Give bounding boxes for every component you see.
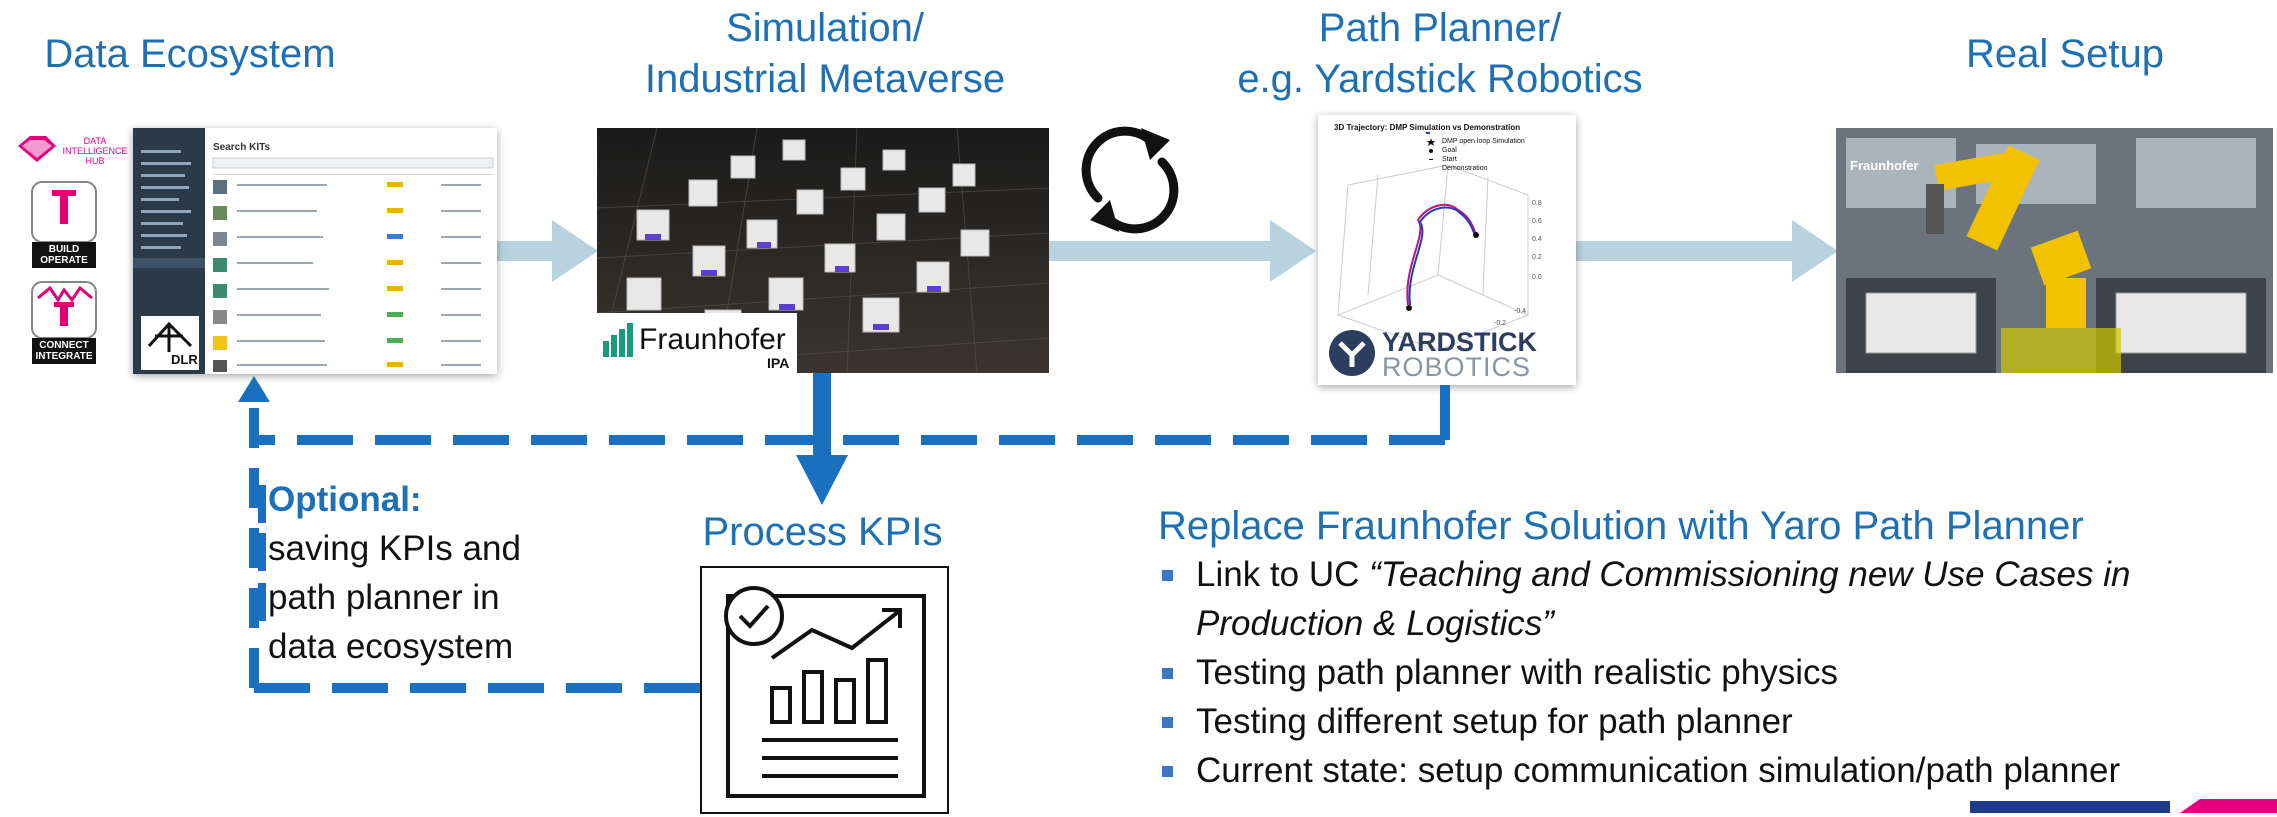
optional-line1: saving KPIs and [268, 529, 521, 568]
svg-text:-0.2: -0.2 [1494, 320, 1506, 327]
badge1-line2: OPERATE [40, 255, 88, 266]
cycle-icon [1081, 126, 1179, 234]
bullet-current-state: Current state: setup communication simul… [1158, 746, 2268, 795]
svg-text:0.6: 0.6 [1532, 218, 1542, 225]
kpi-chart-icon [724, 586, 926, 798]
real-setup-fraunhofer-logo: Fraunhofer [1850, 158, 1919, 173]
svg-text:0.8: 0.8 [1532, 200, 1542, 207]
optional-note: Optional: saving KPIs and path planner i… [258, 475, 568, 671]
ipa-logo-sub: IPA [767, 355, 790, 371]
kit-table [212, 157, 494, 372]
fraunhofer-ipa-logo: Fraunhofer IPA [597, 313, 797, 373]
bullet-testing-setup: Testing different setup for path planner [1158, 697, 2268, 746]
bullet-link-to-uc: Link to UC “Teaching and Commissioning n… [1158, 550, 2268, 648]
screen-heading: Search KITs [213, 142, 271, 153]
title-data-ecosystem: Data Ecosystem [44, 32, 336, 76]
arrow-up-to-ecosystem [238, 376, 270, 402]
replace-bullets: Link to UC “Teaching and Commissioning n… [1158, 550, 2268, 795]
svg-text:0.4: 0.4 [1532, 236, 1542, 243]
legend-entry-dmp: DMP open loop Simulation [1442, 138, 1525, 145]
title-process-kpis: Process KPIs [702, 510, 943, 554]
hub-logo-text: DATA INTELLIGENCE HUB [62, 136, 128, 166]
svg-text:0.2: 0.2 [1532, 254, 1542, 261]
yardstick-logo: YARDSTICK ROBOTICS [1326, 327, 1566, 382]
title-real-setup: Real Setup [1966, 32, 2164, 76]
badge2-line2: INTEGRATE [35, 351, 93, 362]
simulation-scene [597, 128, 1049, 373]
path-planner-plot: 3D Trajectory: DMP Simulation vs Demonst… [1318, 115, 1576, 385]
real-setup-photo: Fraunhofer [1836, 128, 2273, 373]
title-path-planner-line1: Path Planner/ [1318, 6, 1562, 50]
title-simulation-line1: Simulation/ [726, 6, 924, 50]
kit-rows [213, 180, 481, 372]
yardstick-logo-line2: ROBOTICS [1382, 352, 1532, 382]
robot-cell-scene [1836, 128, 2273, 373]
arrow-planner-to-real [1576, 220, 1838, 282]
legend-entry-start: Start [1442, 156, 1457, 163]
plot-title: 3D Trajectory: DMP Simulation vs Demonst… [1334, 123, 1521, 132]
corner-brand-mark [1970, 799, 2277, 813]
trajectory-3d-plot: 0.8 0.6 0.4 0.2 0.0 -0.4 -0.2 [1337, 132, 1542, 351]
fraunhofer-logo-text: Fraunhofer [639, 323, 786, 356]
simulation-screenshot: Fraunhofer IPA [597, 128, 1049, 373]
optional-label: Optional: [268, 480, 422, 519]
replace-heading: Replace Fraunhofer Solution with Yaro Pa… [1158, 504, 2084, 548]
legend-entry-goal: Goal [1442, 147, 1457, 154]
arrow-ecosystem-to-simulation [496, 220, 598, 282]
dlr-logo: DLR [141, 316, 199, 370]
svg-text:-0.4: -0.4 [1514, 308, 1526, 315]
kpi-report-icon [700, 566, 949, 814]
plot-legend: DMP open loop Simulation Goal Start Demo… [1442, 137, 1525, 173]
title-path-planner-line2: e.g. Yardstick Robotics [1237, 57, 1643, 101]
svg-text:0.0: 0.0 [1532, 274, 1542, 281]
telekom-logos: DATA INTELLIGENCE HUB BUILD OPERATE CONN… [8, 130, 130, 370]
badge2-line1: CONNECT [39, 340, 89, 351]
bullet1-uc-title: “Teaching and Commissioning new Use Case… [1196, 555, 2131, 643]
arrow-simulation-to-planner [1048, 220, 1316, 282]
yardstick-logo-line1: YARDSTICK [1382, 327, 1538, 357]
bullet1-prefix: Link to UC [1196, 555, 1370, 594]
bullet-testing-physics: Testing path planner with realistic phys… [1158, 648, 2268, 697]
telekom-logo-stack [18, 136, 97, 364]
legend-entry-demonstration: Demonstration [1442, 165, 1488, 172]
title-simulation-line2: Industrial Metaverse [644, 57, 1006, 101]
dlr-label: DLR [171, 352, 198, 367]
ecosystem-screenshot: DLR Search KITs [133, 128, 497, 374]
optional-line3: data ecosystem [268, 627, 514, 666]
optional-line2: path planner in [268, 578, 500, 617]
badge1-line1: BUILD [48, 244, 80, 255]
